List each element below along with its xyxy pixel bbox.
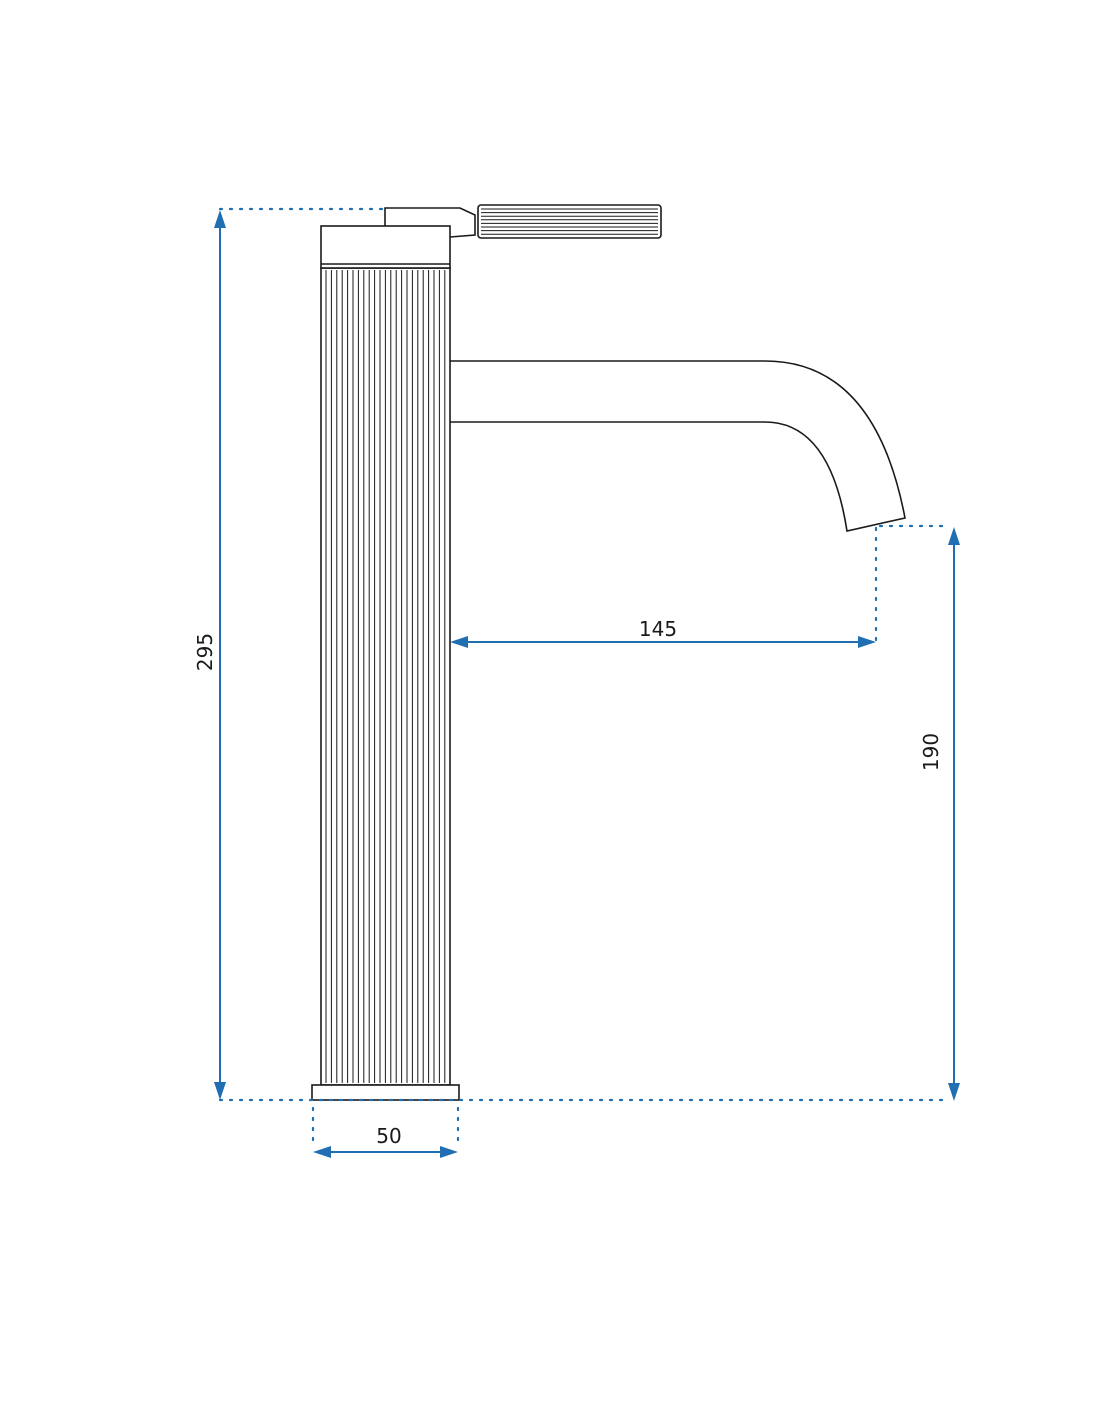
dimension-spout-height: 190: [878, 524, 960, 1101]
spout-reach-label: 145: [639, 617, 677, 641]
lever-handle: [477, 204, 662, 239]
arrow-down-icon: [948, 1083, 960, 1101]
arrow-left-icon: [450, 636, 468, 648]
arrow-right-icon: [858, 636, 876, 648]
spout: [428, 360, 906, 532]
handle-flutes: [481, 208, 658, 235]
total-height-label: 295: [193, 633, 217, 671]
arrow-up-icon: [214, 210, 226, 228]
dimension-spout-reach: 145: [450, 526, 878, 648]
arrow-right-icon: [440, 1146, 458, 1158]
arrow-up-icon: [948, 527, 960, 545]
spout-height-label: 190: [919, 733, 943, 771]
base-diameter-label: 50: [376, 1124, 401, 1148]
column-flutes: [325, 270, 446, 1083]
arrow-down-icon: [214, 1082, 226, 1100]
faucet: [311, 204, 906, 1101]
dimension-total-height: 295: [193, 207, 952, 1102]
arrow-left-icon: [313, 1146, 331, 1158]
dimension-base-diameter: 50: [311, 1106, 460, 1158]
lever-mount: [384, 207, 476, 238]
top-collar: [320, 225, 451, 269]
base-plate: [311, 1084, 460, 1101]
